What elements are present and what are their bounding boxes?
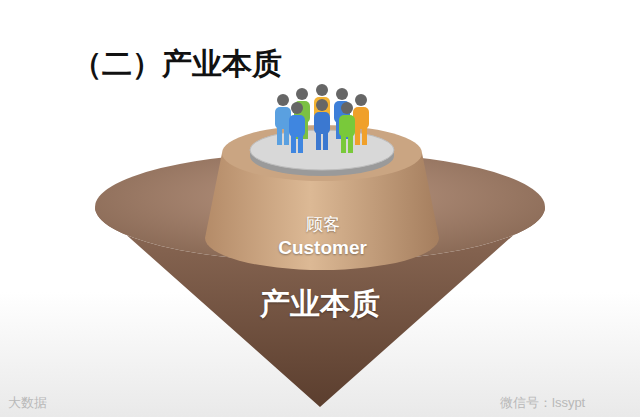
person-leg — [323, 132, 328, 150]
person-body — [353, 107, 369, 129]
person-leg — [362, 127, 367, 145]
person-body — [289, 115, 305, 137]
person-body — [275, 107, 291, 129]
watermark: 大数据 — [8, 394, 47, 412]
person-head — [355, 94, 367, 106]
person-body — [314, 112, 330, 134]
person-leg — [348, 135, 353, 153]
person-leg — [341, 135, 346, 153]
person-leg — [291, 135, 296, 153]
watermark: 微信号：lssypt — [500, 394, 585, 412]
person-leg — [277, 127, 282, 145]
person-head — [277, 94, 289, 106]
person-head — [291, 102, 303, 114]
industry-cone: 产业本质 顾客 Customer — [95, 145, 545, 410]
person-head — [336, 88, 348, 100]
customer-english: Customer — [205, 238, 440, 259]
platform-top — [250, 130, 394, 170]
person-leg — [298, 135, 303, 153]
people-icon — [275, 84, 369, 153]
person-leg — [316, 132, 321, 150]
person-head — [316, 84, 328, 96]
person-head — [296, 88, 308, 100]
person-head — [341, 102, 353, 114]
cone-label: 产业本质 — [95, 287, 545, 320]
person-head — [316, 99, 328, 111]
customer-cylinder: 顾客 Customer — [205, 88, 440, 273]
person-body — [339, 115, 355, 137]
slide-title: （二）产业本质 — [72, 44, 282, 85]
person-leg — [355, 127, 360, 145]
person-leg — [284, 127, 289, 145]
customer-label: 顾客 — [205, 216, 440, 235]
